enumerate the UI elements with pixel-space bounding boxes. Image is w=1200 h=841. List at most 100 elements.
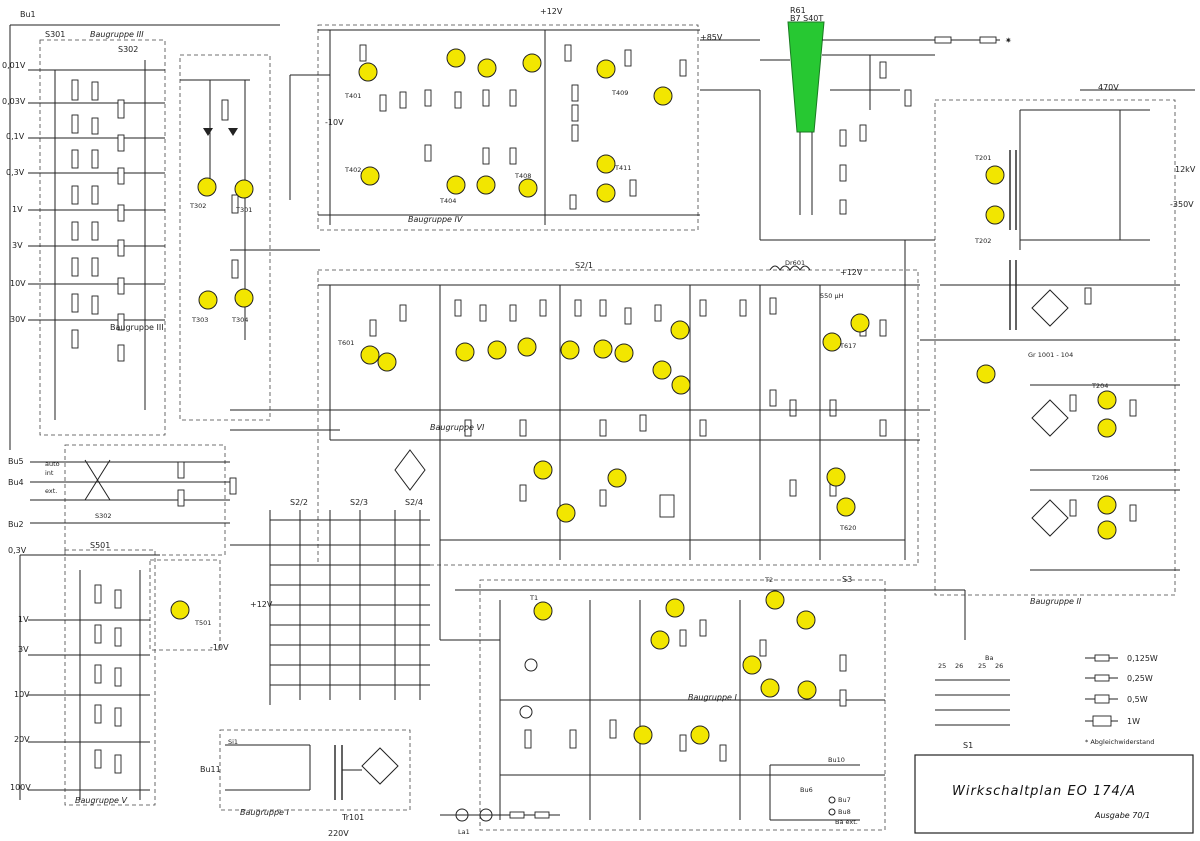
transistor-t612: [533, 460, 553, 480]
lamp-la2: [519, 705, 533, 719]
legend-watt-0125: 0,125W: [1127, 654, 1158, 663]
focus-network: ✷: [822, 36, 1012, 215]
transistor-t141: [633, 725, 653, 745]
zener-gr301: [203, 128, 213, 136]
voltage-taps-top: [28, 69, 165, 321]
legend-s1-pos-a: 25: [938, 662, 946, 670]
label-t411: T411: [614, 164, 631, 172]
transistor-t603: [455, 342, 475, 362]
scale-label-b100: 100V: [10, 783, 31, 792]
label-t501: T501: [194, 619, 211, 627]
scale-label-30: 30V: [10, 315, 26, 324]
label-t601: T601: [337, 339, 354, 347]
switch-label-s302: S302: [118, 45, 138, 54]
transistor-t606: [560, 340, 580, 360]
scale-label-b20: 20V: [14, 735, 30, 744]
switch-label-s501: S501: [90, 541, 110, 550]
amp-iv-transistors: [358, 48, 673, 203]
label-t620: T620: [839, 524, 856, 532]
label-t402: T402: [344, 166, 361, 174]
legend-s1-label: S1: [963, 741, 973, 750]
hv-supply-block: T201 T202 T204 T206 470V 12kV -350V Baug…: [934, 83, 1196, 606]
label-t408: T408: [514, 172, 531, 180]
fuse-label: Si1: [228, 738, 238, 746]
lamp-symbol: ✷: [1005, 36, 1012, 45]
group-label-v: Baugruppe V: [75, 796, 128, 805]
switch-label-s3: S3: [842, 575, 852, 584]
rail-plus12-mid: +12V: [840, 268, 863, 277]
transistor-t401: [358, 62, 378, 82]
transistor-t601: [360, 345, 380, 365]
label-t202: T202: [974, 237, 991, 245]
transistor-t142b: [690, 725, 710, 745]
inductor-label: Dr601: [785, 259, 805, 267]
output-bu10: Bu10: [828, 756, 845, 764]
label-t409: T409: [611, 89, 628, 97]
transistor-t408: [518, 178, 538, 198]
rail-220v: 220V: [328, 829, 349, 838]
transistor-t141a: [665, 598, 685, 618]
bridge-rectifiers: [1031, 289, 1069, 537]
transistor-t206: [1097, 495, 1117, 515]
transistor-t618: [850, 313, 870, 333]
output-bu6: Bu6: [800, 786, 813, 794]
transistor-t613: [607, 468, 627, 488]
group-label-iii-small: Baugruppe III: [110, 323, 164, 332]
transistor-t501: [170, 600, 190, 620]
timebase-resistors: [369, 297, 887, 518]
input-bu4: Bu4: [8, 478, 24, 487]
label-t1: T1: [529, 594, 538, 602]
scale-label-b1: 1V: [18, 615, 29, 624]
scale-label-001: 0,01V: [2, 61, 26, 70]
transistor-t607: [593, 339, 613, 359]
label-t206: T206: [1091, 474, 1108, 482]
transistor-t144: [760, 678, 780, 698]
timebase-transistors: [360, 313, 870, 523]
scale-label-01: 0,1V: [6, 132, 25, 141]
switch-label-s2-1: S2/1: [575, 261, 593, 270]
bus-lines: [230, 39, 966, 641]
transistor-t143: [742, 655, 762, 675]
legend-watt-05: 0,5W: [1127, 695, 1148, 704]
rail-minus10-left: -10V: [210, 643, 229, 652]
transistor-t412: [596, 183, 616, 203]
transistor-t610: [671, 375, 691, 395]
crt-tube-body: [787, 21, 825, 133]
crossed-switch: [84, 459, 111, 501]
tube-name: R61: [790, 6, 806, 15]
transistor-t403: [446, 48, 466, 68]
output-connectors: Bu7 Bu8 Bu6 Bu10 Ba ext.: [769, 756, 860, 826]
label-t401: T401: [344, 92, 361, 100]
legend-s1-pos-c: 25: [978, 662, 986, 670]
transistor-t608: [614, 343, 634, 363]
transistor-t614: [556, 503, 576, 523]
scale-label-1: 1V: [12, 205, 23, 214]
transistor-t405: [477, 58, 497, 78]
transistor-t605: [517, 337, 537, 357]
transistor-t406: [476, 175, 496, 195]
output-bu7: Bu7: [838, 796, 851, 804]
group-label-iv: Baugruppe IV: [408, 215, 463, 224]
switch-label-s2-4: S2/4: [405, 498, 423, 507]
transistor-t140: [650, 630, 670, 650]
label-t404: T404: [439, 197, 456, 205]
scale-label-003: 0,03V: [2, 97, 26, 106]
input-bu1: Bu1: [20, 10, 36, 19]
label-t204: T204: [1091, 382, 1108, 390]
transistor-t411: [596, 154, 616, 174]
transistor-t142: [796, 610, 816, 630]
transistor-t404: [446, 175, 466, 195]
switch-label-s2-3: S2/3: [350, 498, 368, 507]
group-label-i-mains: Baugruppe I: [240, 808, 290, 817]
transistor-t302: [197, 177, 217, 197]
timebase-switch-bank: S2/2 S2/3 S2/4: [269, 449, 430, 705]
transistor-t304: [234, 288, 254, 308]
rail-plus470: 470V: [1098, 83, 1119, 92]
title-frame: [914, 754, 1194, 834]
power-supply-block: Baugruppe I T1 T2 S3: [455, 575, 886, 831]
mains-bridge: [361, 747, 399, 785]
scale-label-3: 3V: [12, 241, 23, 250]
output-ba-ext: Ba ext.: [835, 818, 858, 826]
legend-watt-1: 1W: [1127, 717, 1140, 726]
